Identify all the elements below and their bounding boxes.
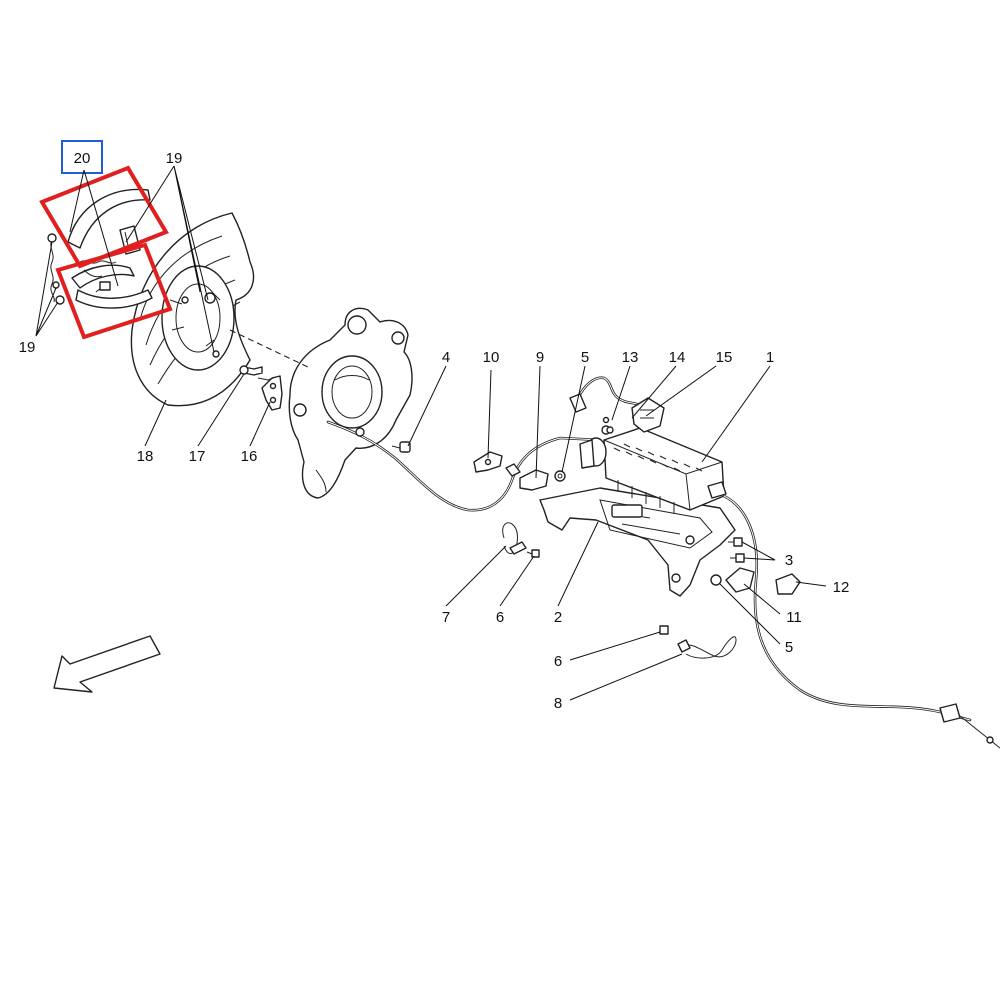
highlight-box-shoes-lower bbox=[55, 242, 173, 340]
callout-15: 15 bbox=[716, 349, 733, 366]
nut-5-upper bbox=[554, 470, 566, 482]
dust-shield bbox=[130, 212, 255, 407]
callout-14: 14 bbox=[669, 349, 686, 366]
callout-16: 16 bbox=[241, 448, 258, 465]
highlight-box-shoes-upper bbox=[39, 165, 169, 269]
callout-8: 8 bbox=[554, 695, 562, 712]
callout-13: 13 bbox=[622, 349, 639, 366]
callout-19-top: 19 bbox=[166, 150, 183, 167]
brake-actuator bbox=[579, 425, 727, 514]
callout-5-bottom: 5 bbox=[785, 639, 793, 656]
clip-12 bbox=[775, 573, 801, 595]
mounting-bracket bbox=[539, 487, 736, 597]
callout-19-left: 19 bbox=[19, 339, 36, 356]
callout-7: 7 bbox=[442, 609, 450, 626]
bolt-17 bbox=[239, 365, 263, 376]
bracket-16 bbox=[257, 375, 283, 411]
callout-labels: 20 19 19 18 17 16 4 10 9 5 13 14 15 1 3 … bbox=[19, 150, 850, 712]
bolt-6-lower bbox=[526, 549, 540, 558]
clip-9 bbox=[519, 469, 549, 491]
callout-6-lower: 6 bbox=[496, 609, 504, 626]
wire-clip-8 bbox=[677, 636, 737, 659]
callout-18: 18 bbox=[137, 448, 154, 465]
highlight-boxes bbox=[39, 140, 173, 340]
bolts-3 bbox=[728, 537, 745, 563]
callout-11: 11 bbox=[786, 609, 802, 626]
knuckle bbox=[229, 307, 413, 499]
adjuster-springs bbox=[47, 233, 117, 305]
callout-20: 20 bbox=[74, 150, 91, 167]
callout-5-top: 5 bbox=[581, 349, 589, 366]
leader-lines bbox=[35, 165, 827, 701]
wire-clip-7 bbox=[502, 522, 527, 555]
callout-1: 1 bbox=[766, 349, 774, 366]
highlight-box-callout-20 bbox=[61, 140, 103, 174]
nut-5-lower bbox=[710, 574, 722, 586]
callout-9: 9 bbox=[536, 349, 544, 366]
callout-12: 12 bbox=[833, 579, 850, 596]
callout-2: 2 bbox=[554, 609, 562, 626]
bolt-4 bbox=[391, 441, 411, 453]
callout-17: 17 bbox=[189, 448, 206, 465]
callout-3: 3 bbox=[785, 552, 793, 569]
callout-4: 4 bbox=[442, 349, 450, 366]
front-direction-arrow-icon bbox=[53, 635, 161, 693]
clip-10 bbox=[473, 451, 503, 473]
bolt-6-upper bbox=[659, 625, 669, 635]
parking-brake-shoes bbox=[67, 188, 153, 309]
right-cable bbox=[722, 494, 1000, 749]
callout-10: 10 bbox=[483, 349, 500, 366]
left-cable bbox=[326, 420, 602, 512]
callout-6-upper: 6 bbox=[554, 653, 562, 670]
